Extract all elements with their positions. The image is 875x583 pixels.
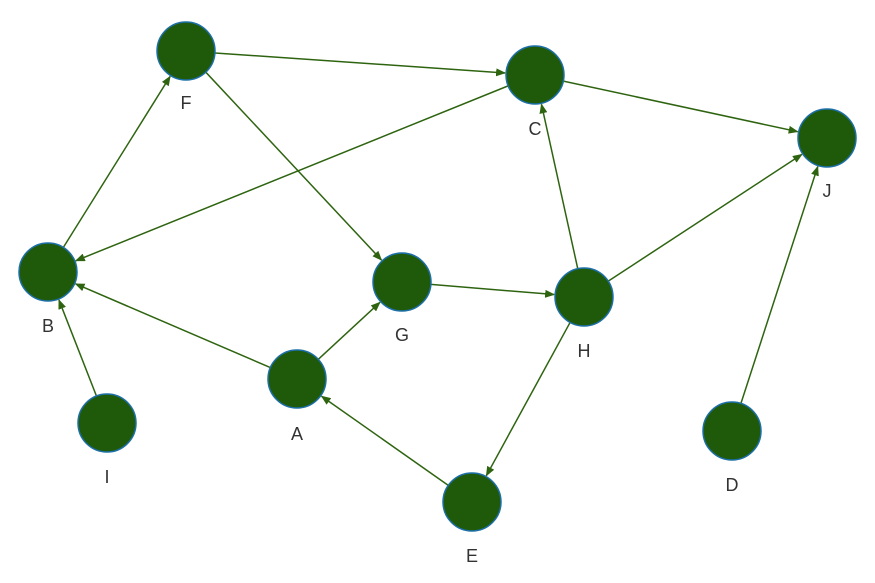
- node-label-D: D: [726, 475, 739, 495]
- node-label-A: A: [291, 424, 303, 444]
- node-G: G: [372, 252, 432, 345]
- node-label-H: H: [578, 341, 591, 361]
- node-label-J: J: [823, 181, 832, 201]
- edge-C-B: [74, 85, 509, 262]
- node-D: D: [702, 401, 762, 495]
- node-circle-F: [156, 21, 216, 81]
- edge-B-F: [62, 75, 171, 248]
- edge-F-C: [214, 52, 507, 77]
- node-E: E: [442, 472, 502, 566]
- node-circle-D: [702, 401, 762, 461]
- node-circle-I: [77, 393, 137, 453]
- node-label-F: F: [181, 93, 192, 113]
- edge-A-B: [74, 283, 271, 369]
- node-H: H: [554, 267, 614, 361]
- node-label-C: C: [529, 119, 542, 139]
- node-circle-B: [18, 242, 78, 302]
- nodes-layer: F C J B G H A I D E: [18, 21, 857, 566]
- node-label-I: I: [104, 467, 109, 487]
- edges-layer: [58, 52, 819, 486]
- node-C: C: [505, 45, 565, 139]
- edge-I-B: [58, 299, 98, 397]
- node-circle-J: [797, 108, 857, 168]
- node-circle-C: [505, 45, 565, 105]
- edge-H-J: [607, 153, 803, 282]
- edge-G-H: [430, 283, 556, 298]
- edge-A-G: [317, 301, 381, 360]
- node-I: I: [77, 393, 137, 487]
- node-B: B: [18, 242, 78, 336]
- node-label-B: B: [42, 316, 54, 336]
- node-circle-H: [554, 267, 614, 327]
- node-circle-E: [442, 472, 502, 532]
- edge-C-J: [563, 80, 799, 134]
- edge-E-A: [320, 395, 449, 486]
- edge-F-G: [205, 71, 383, 261]
- edge-H-C: [539, 103, 579, 269]
- node-label-E: E: [466, 546, 478, 566]
- node-label-G: G: [395, 325, 409, 345]
- node-circle-A: [267, 349, 327, 409]
- node-A: A: [267, 349, 327, 444]
- node-circle-G: [372, 252, 432, 312]
- node-F: F: [156, 21, 216, 113]
- node-J: J: [797, 108, 857, 201]
- edge-D-J: [740, 165, 819, 404]
- edge-H-E: [485, 322, 571, 477]
